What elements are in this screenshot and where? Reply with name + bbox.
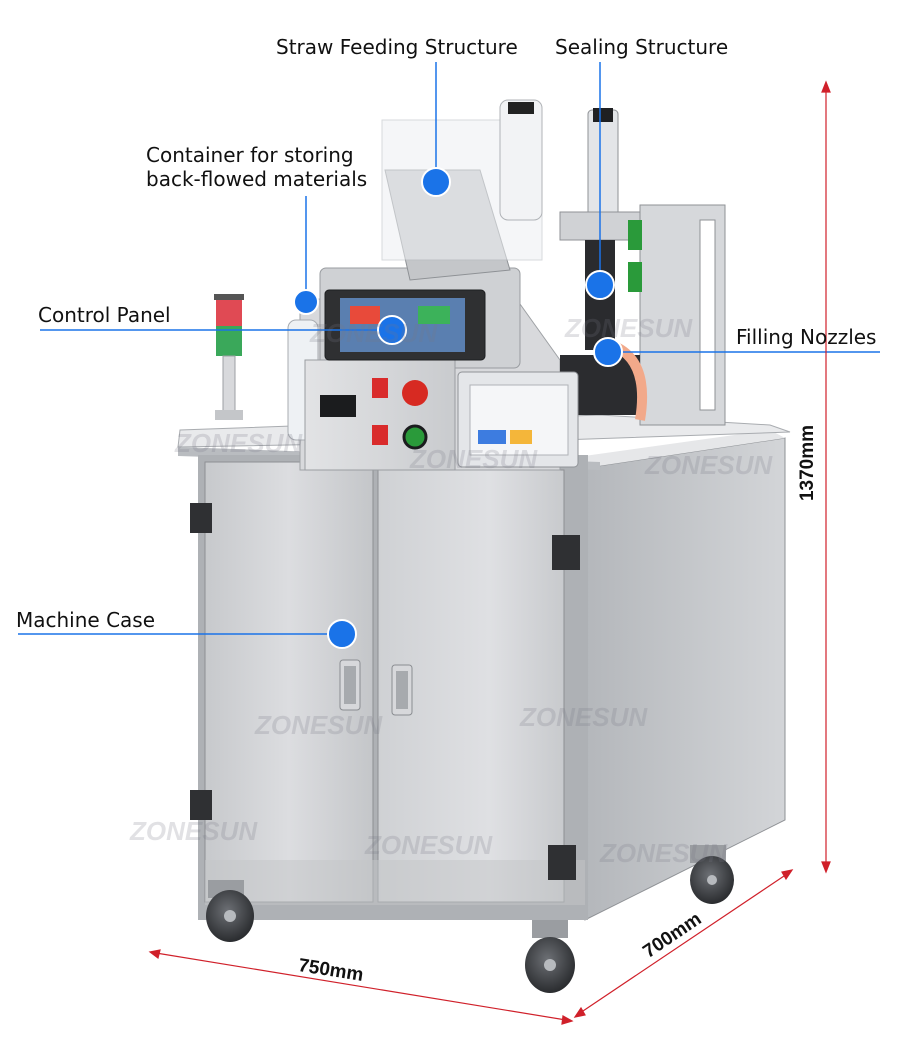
label-filling-nozzles: Filling Nozzles <box>736 325 877 349</box>
marker-sealing <box>585 270 615 300</box>
watermark: ZONESUN <box>175 428 303 458</box>
casters <box>206 845 734 993</box>
signal-tower <box>214 294 244 420</box>
watermark: ZONESUN <box>520 702 648 732</box>
watermark: ZONESUN <box>255 710 383 740</box>
marker-filling-nozzles <box>593 337 623 367</box>
touch-screen <box>457 371 579 468</box>
label-container-line1: Container for storing <box>146 143 354 167</box>
dimension-lines <box>148 80 831 1025</box>
watermark: ZONESUN <box>310 318 438 348</box>
watermark: ZONESUN <box>365 830 493 860</box>
dimension-height: 1370mm <box>797 424 819 502</box>
marker-machine-case <box>327 619 357 649</box>
cabinet-front <box>190 455 588 920</box>
watermark: ZONESUN <box>600 838 728 868</box>
label-straw-feeding: Straw Feeding Structure <box>276 35 518 59</box>
label-container-line2: back-flowed materials <box>146 167 368 191</box>
callout-markers <box>293 167 623 649</box>
label-machine-case: Machine Case <box>16 608 156 632</box>
watermark: ZONESUN <box>645 450 773 480</box>
label-control-panel: Control Panel <box>38 303 171 327</box>
marker-container <box>293 289 319 315</box>
watermark: ZONESUN <box>410 444 538 474</box>
watermark: ZONESUN <box>130 816 258 846</box>
marker-straw-feeding <box>421 167 451 197</box>
marker-control-panel <box>377 315 407 345</box>
cabinet-side <box>570 430 786 921</box>
callout-lines <box>18 62 880 635</box>
label-sealing: Sealing Structure <box>555 35 729 59</box>
sealing-unit <box>559 108 726 426</box>
watermark: ZONESUN <box>565 313 693 343</box>
